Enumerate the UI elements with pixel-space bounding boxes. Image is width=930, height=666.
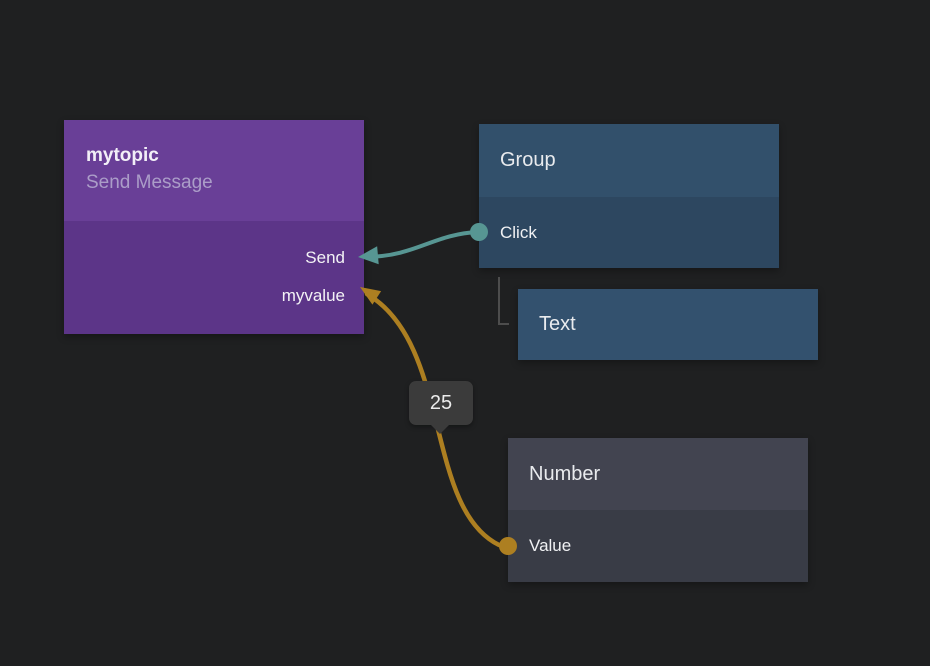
input-port-send[interactable]: Send — [305, 248, 345, 267]
node-number[interactable]: Number Value — [508, 438, 808, 582]
port-label: Click — [500, 222, 537, 242]
node-group[interactable]: Group Click — [479, 124, 779, 268]
node-title: Number — [529, 462, 601, 485]
wire-click-to-send[interactable] — [366, 230, 480, 259]
node-group-header[interactable]: Group — [479, 124, 779, 197]
tree-connector-group-text — [498, 277, 509, 325]
port-label: Value — [529, 536, 572, 555]
node-text[interactable]: Text — [518, 289, 818, 360]
node-mytopic-header[interactable]: mytopic Send Message — [64, 120, 364, 221]
output-port-click[interactable]: Click — [479, 197, 779, 268]
wire-value-tooltip: 25 — [409, 381, 473, 434]
node-subtitle: Send Message — [86, 172, 213, 193]
node-title: Group — [500, 149, 556, 171]
node-number-header[interactable]: Number — [508, 438, 808, 510]
input-port-myvalue[interactable]: myvalue — [281, 286, 345, 305]
output-port-value[interactable]: Value — [508, 510, 808, 582]
node-mytopic[interactable]: mytopic Send Message Send myvalue — [64, 120, 364, 334]
node-title: mytopic — [86, 145, 159, 166]
node-title: Text — [539, 313, 576, 335]
node-mytopic-body: Send myvalue — [64, 221, 364, 334]
